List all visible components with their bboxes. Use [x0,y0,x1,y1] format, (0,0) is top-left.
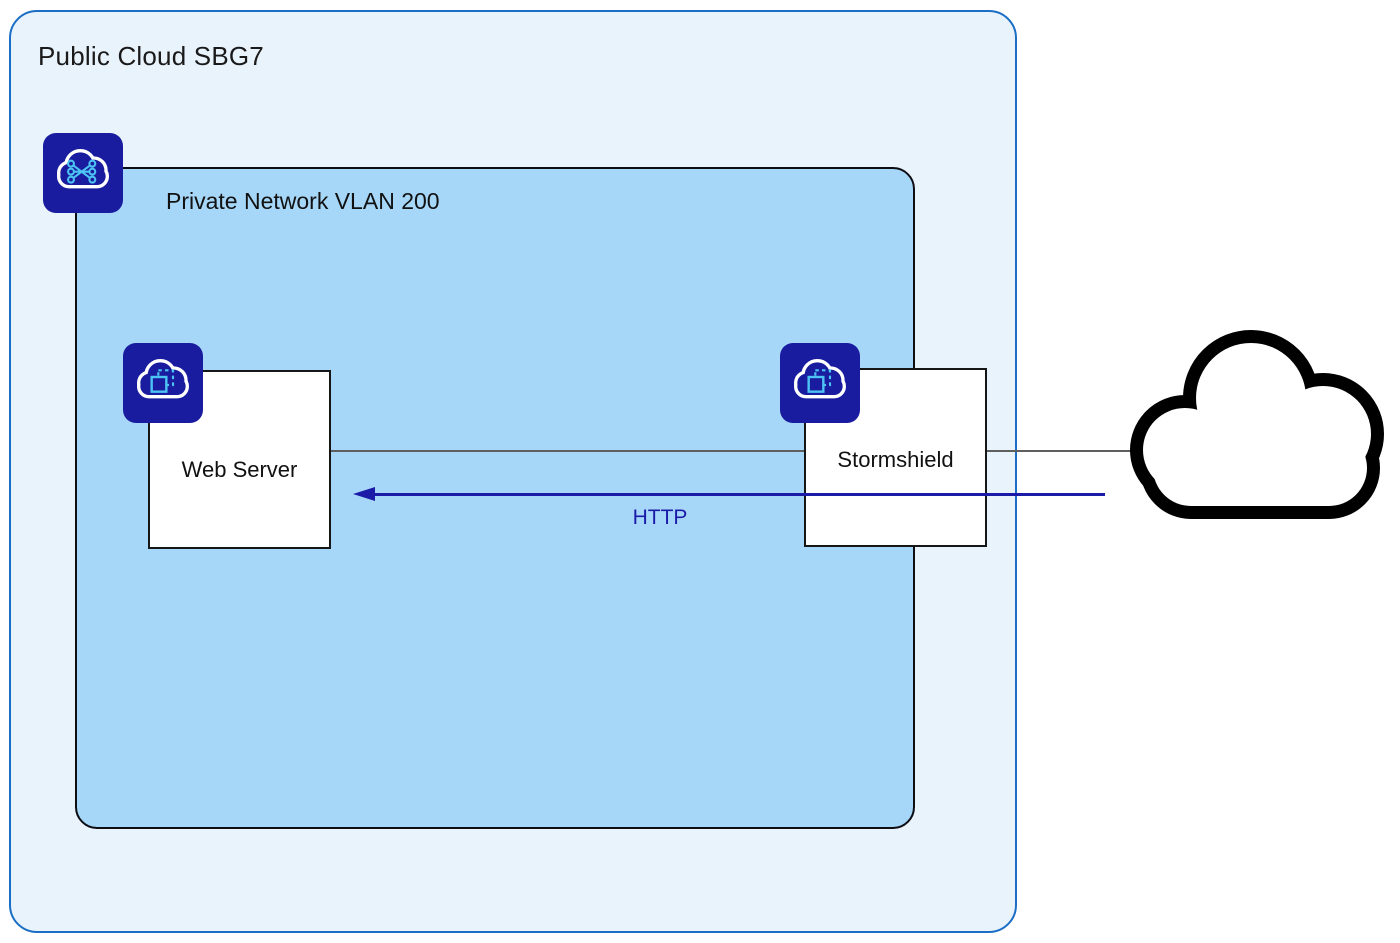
stormshield-label: Stormshield [837,446,954,472]
stormshield-node: Stormshield [804,368,987,547]
http-arrow-head [353,487,375,501]
instance-icon [123,343,203,423]
http-arrow-line [370,493,1105,496]
web-server-internet-link [330,450,1140,452]
internet-cloud-icon [1130,328,1392,520]
instance-icon [780,343,860,423]
private-network-icon [43,133,123,213]
http-flow-label: HTTP [632,506,688,529]
web-server-label: Web Server [181,456,298,482]
zone-title: Public Cloud SBG7 [38,41,264,71]
private-network-label: Private Network VLAN 200 [166,188,440,214]
